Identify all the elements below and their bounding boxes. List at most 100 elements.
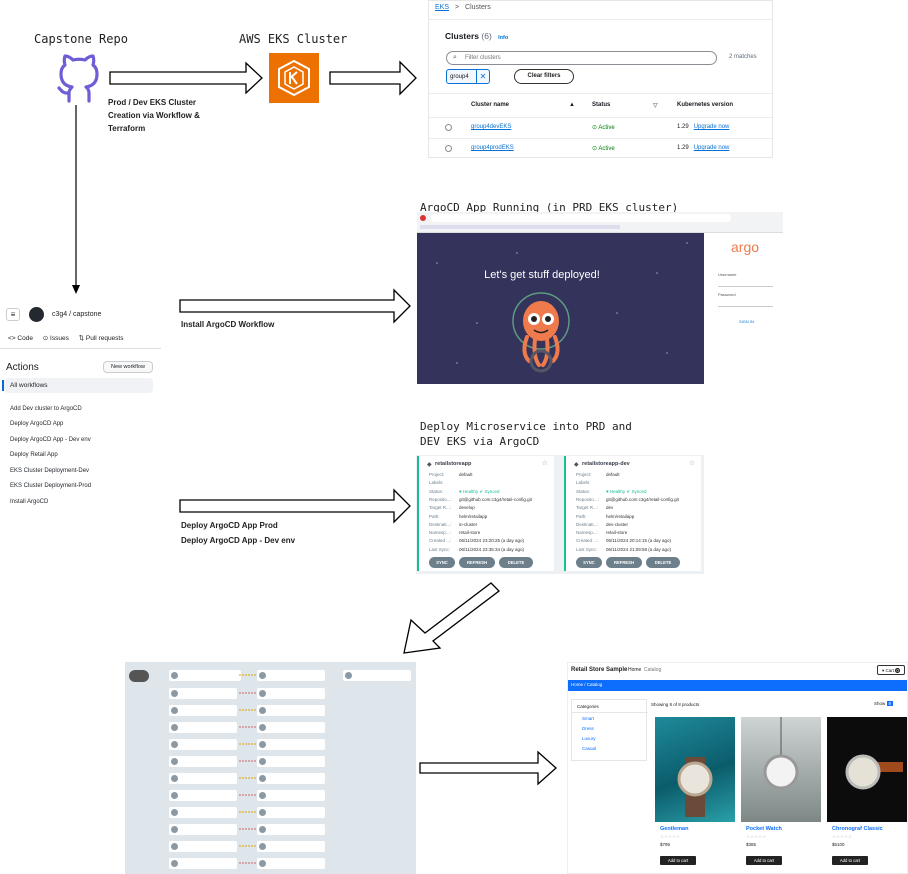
resource-node[interactable] <box>169 824 237 835</box>
resource-node[interactable] <box>169 670 241 681</box>
breadcrumb-eks-link[interactable]: EKS <box>435 4 450 11</box>
resource-node[interactable] <box>257 773 325 784</box>
resource-node[interactable] <box>169 722 237 733</box>
add-to-cart-button[interactable]: Add to cart <box>660 856 696 865</box>
address-bar[interactable] <box>431 214 731 222</box>
clusters-count: (6) <box>481 31 492 41</box>
tab-issues[interactable]: Issues <box>50 335 69 342</box>
row-radio[interactable] <box>445 145 452 152</box>
star-icon[interactable]: ☆ <box>688 460 695 467</box>
workflow-item[interactable]: EKS Cluster Deployment-Prod <box>10 483 92 489</box>
resource-node[interactable] <box>343 670 411 681</box>
username-input[interactable] <box>718 279 773 287</box>
nav-home[interactable]: Home <box>628 667 642 673</box>
resource-node[interactable] <box>257 739 325 750</box>
star-icon[interactable]: ☆ <box>541 460 548 467</box>
sort-icon[interactable]: ▽ <box>653 103 658 109</box>
resource-node[interactable] <box>257 841 325 852</box>
resource-node[interactable] <box>257 858 325 869</box>
workflow-item[interactable]: Deploy ArgoCD App - Dev env <box>10 437 91 443</box>
resource-node[interactable] <box>257 688 325 699</box>
column-status[interactable]: Status <box>592 102 611 108</box>
upgrade-now-link[interactable]: Upgrade now <box>693 124 730 130</box>
category-link[interactable]: Casual <box>582 746 597 751</box>
resource-node[interactable] <box>169 705 237 716</box>
tab-pull-requests[interactable]: Pull requests <box>85 335 124 342</box>
product-card[interactable]: Pocket Watch ☆☆☆☆☆ $385 Add to cart <box>741 717 821 867</box>
cluster-name-link[interactable]: group4devEKS <box>471 124 512 130</box>
resource-node[interactable] <box>169 807 237 818</box>
password-input[interactable] <box>718 299 773 307</box>
product-image[interactable] <box>655 717 735 822</box>
product-image[interactable] <box>827 717 907 822</box>
cluster-name-link[interactable]: group4prodEKS <box>471 145 514 151</box>
resource-node[interactable] <box>169 688 237 699</box>
resource-node[interactable] <box>169 773 237 784</box>
sign-in-button[interactable]: SIGN IN <box>739 319 754 324</box>
add-to-cart-button[interactable]: Add to cart <box>746 856 782 865</box>
resource-node[interactable] <box>257 824 325 835</box>
store-breadcrumb[interactable]: Home / Catalog <box>571 682 603 687</box>
resource-node[interactable] <box>169 858 237 869</box>
actions-title: Actions <box>6 362 39 373</box>
product-card[interactable]: Gentleman ☆☆☆☆☆ $795 Add to cart <box>655 717 735 867</box>
resource-node[interactable] <box>257 722 325 733</box>
product-image[interactable] <box>741 717 821 822</box>
store-brand[interactable]: Retail Store Sample <box>571 667 628 673</box>
nav-catalog[interactable]: Catalog <box>644 667 662 673</box>
product-name[interactable]: Pocket Watch <box>746 826 782 832</box>
resource-node[interactable] <box>169 739 237 750</box>
workflow-item[interactable]: Add Dev cluster to ArgoCD <box>10 406 82 412</box>
delete-button[interactable]: DELETE <box>646 557 680 568</box>
workflow-item[interactable]: Deploy Retail App <box>10 452 58 458</box>
category-link[interactable]: Dress <box>582 726 594 731</box>
tab-code[interactable]: Code <box>17 335 33 342</box>
product-name[interactable]: Chronograf Classic <box>832 826 883 832</box>
column-k8s-version[interactable]: Kubernetes version <box>677 102 734 108</box>
sync-button[interactable]: SYNC <box>429 557 455 568</box>
close-icon[interactable]: ✕ <box>476 70 489 83</box>
resource-node[interactable] <box>257 756 325 767</box>
column-cluster-name[interactable]: Cluster name <box>471 102 510 108</box>
resource-node[interactable] <box>257 670 325 681</box>
resource-node[interactable] <box>257 705 325 716</box>
sync-button[interactable]: SYNC <box>576 557 602 568</box>
workflow-item[interactable]: Install ArgoCD <box>10 499 49 505</box>
category-link[interactable]: Smart <box>582 716 595 721</box>
sort-ascending-icon[interactable]: ▲ <box>569 102 575 108</box>
filter-token[interactable]: group4 ✕ <box>446 69 490 84</box>
product-name[interactable]: Gentleman <box>660 826 689 832</box>
refresh-button[interactable]: REFRESH <box>606 557 642 568</box>
info-link[interactable]: Info <box>498 35 509 41</box>
resource-node[interactable] <box>257 807 325 818</box>
hamburger-menu-icon[interactable]: ≡ <box>6 308 20 321</box>
workflow-item[interactable]: EKS Cluster Deployment-Dev <box>10 468 90 474</box>
delete-button[interactable]: DELETE <box>499 557 533 568</box>
row-radio[interactable] <box>445 124 452 131</box>
resource-node[interactable] <box>257 790 325 801</box>
product-card[interactable]: Chronograf Classic ☆☆☆☆☆ $5100 Add to ca… <box>827 717 907 867</box>
page-size-button[interactable]: 8 <box>886 701 894 706</box>
upgrade-now-link[interactable]: Upgrade now <box>693 145 730 151</box>
category-link[interactable]: Luxury <box>582 736 596 741</box>
selected-indicator <box>2 380 4 391</box>
all-workflows-item[interactable]: All workflows <box>2 378 153 393</box>
all-workflows-label: All workflows <box>10 382 48 389</box>
app-field-row: Target R...:develop <box>429 505 475 510</box>
resource-node[interactable] <box>169 790 237 801</box>
cart-button[interactable]: ▾ Cart 0 <box>877 665 905 675</box>
resource-node[interactable] <box>169 756 237 767</box>
resource-node[interactable] <box>169 841 237 852</box>
github-logo-icon[interactable] <box>29 307 44 322</box>
argo-hero-panel: Let's get stuff deployed! <box>417 233 704 384</box>
clear-filters-button[interactable]: Clear filters <box>514 69 574 84</box>
add-to-cart-button[interactable]: Add to cart <box>832 856 868 865</box>
new-workflow-button[interactable]: New workflow <box>103 361 153 373</box>
refresh-button[interactable]: REFRESH <box>459 557 495 568</box>
filter-clusters-input[interactable]: ⌕ Filter clusters <box>446 51 717 65</box>
issues-icon: ⊙ <box>42 335 49 342</box>
workflow-item[interactable]: Deploy ArgoCD App <box>10 421 64 427</box>
repo-name[interactable]: c3g4 / capstone <box>52 311 102 318</box>
